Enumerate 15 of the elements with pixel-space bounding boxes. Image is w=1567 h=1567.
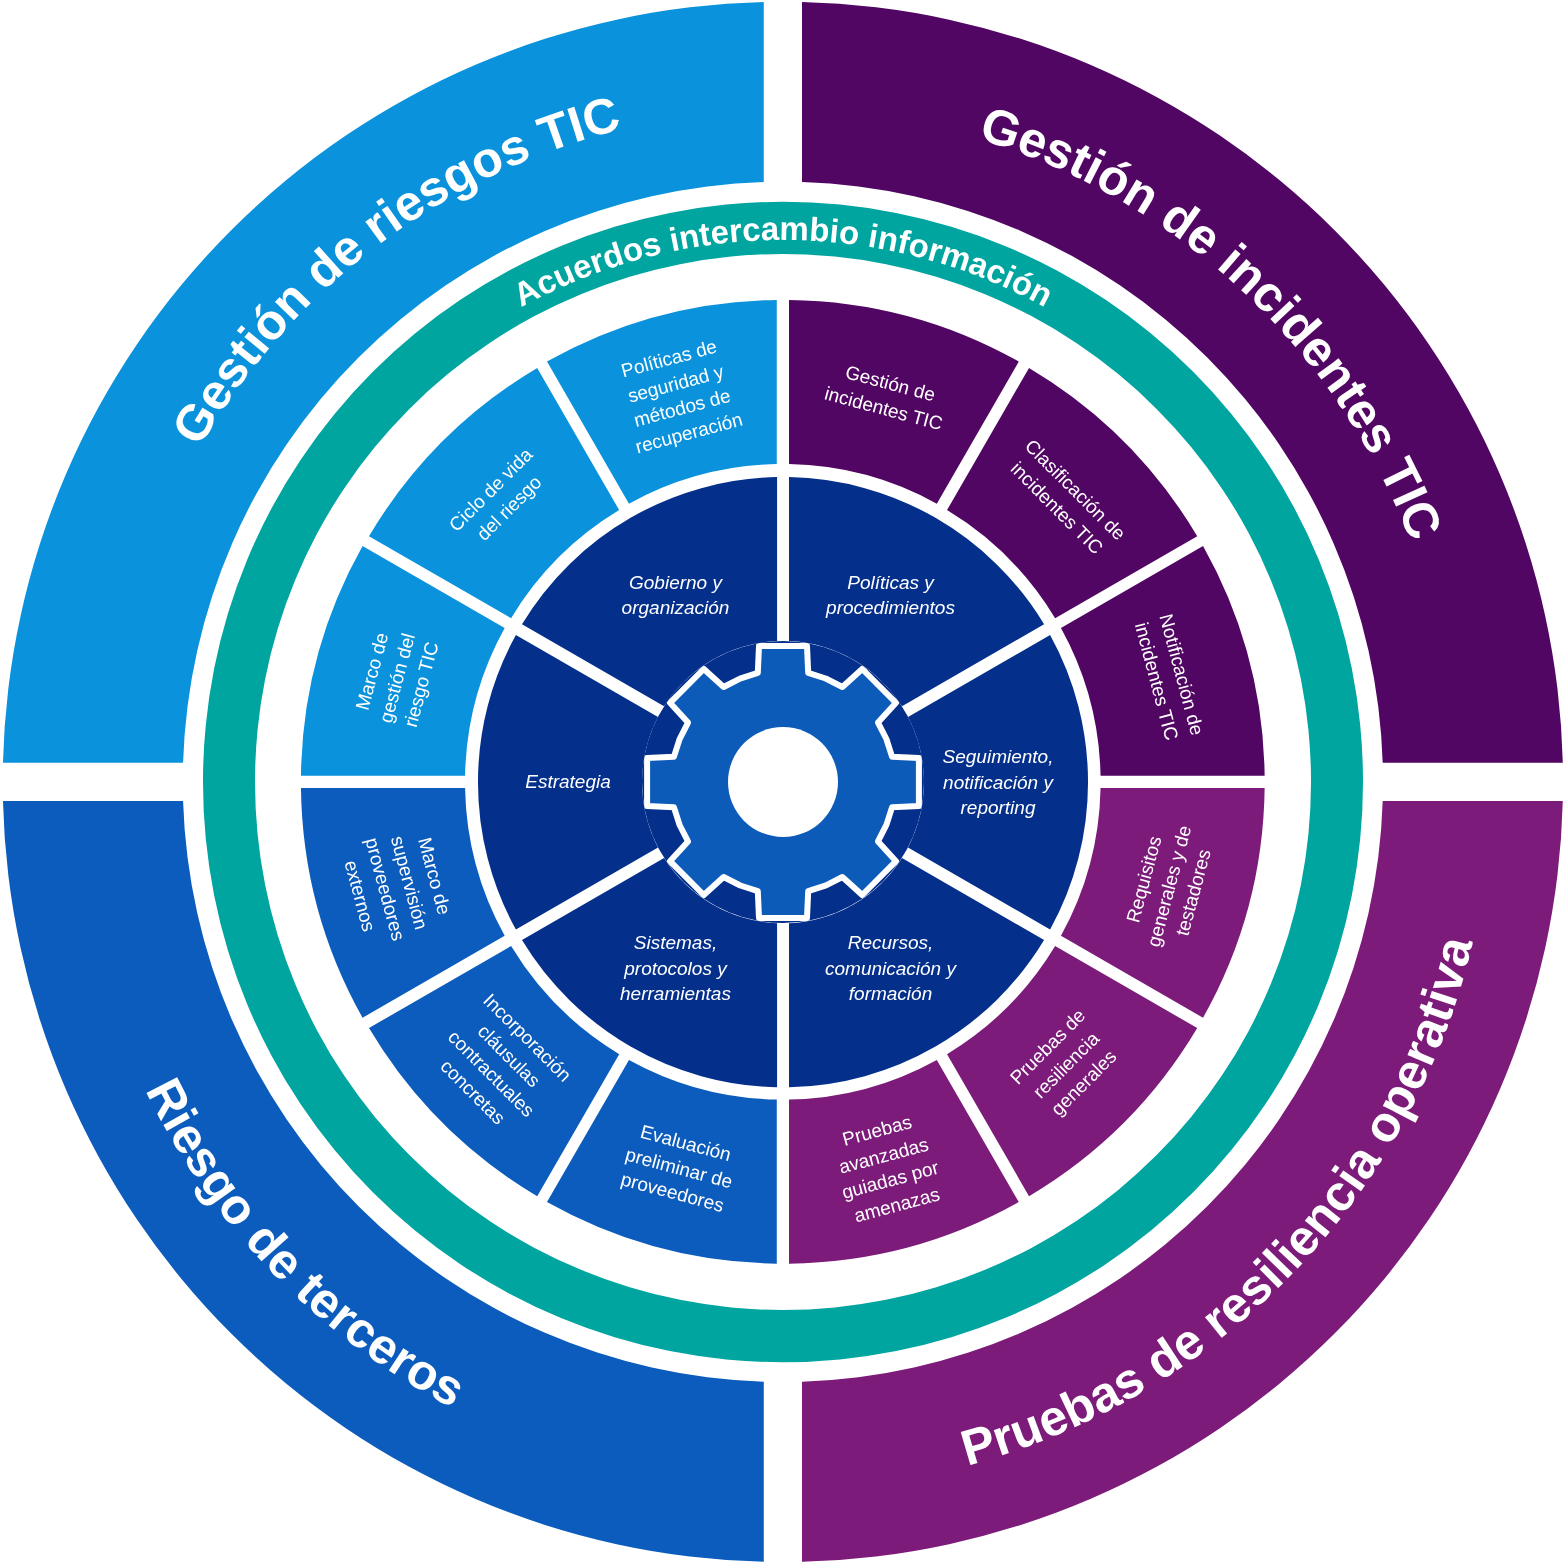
inner-segment [478,634,658,930]
segment-label: Políticas y procedimientos [824,571,956,621]
ring-segment [368,367,619,618]
segment-label: Pruebas avanzadas guiadas por amenazas [835,1110,943,1229]
segment-label: Recursos, comunicación y formación [824,930,958,1006]
quadrant-band [3,801,764,1562]
quadrant-band [802,801,1563,1562]
inner-segment [908,634,1088,930]
segment-label: Seguimiento, notificación y reporting [941,744,1055,820]
segment-label: Gobierno y organización [620,571,731,621]
ring-segment [301,546,505,776]
segment-label: Marco de gestión del riesgo TIC [350,629,444,732]
segment-label: Sistemas, protocolos y herramientas [619,930,732,1006]
segment-label: Estrategia [524,770,612,795]
ring-segment [368,946,619,1197]
